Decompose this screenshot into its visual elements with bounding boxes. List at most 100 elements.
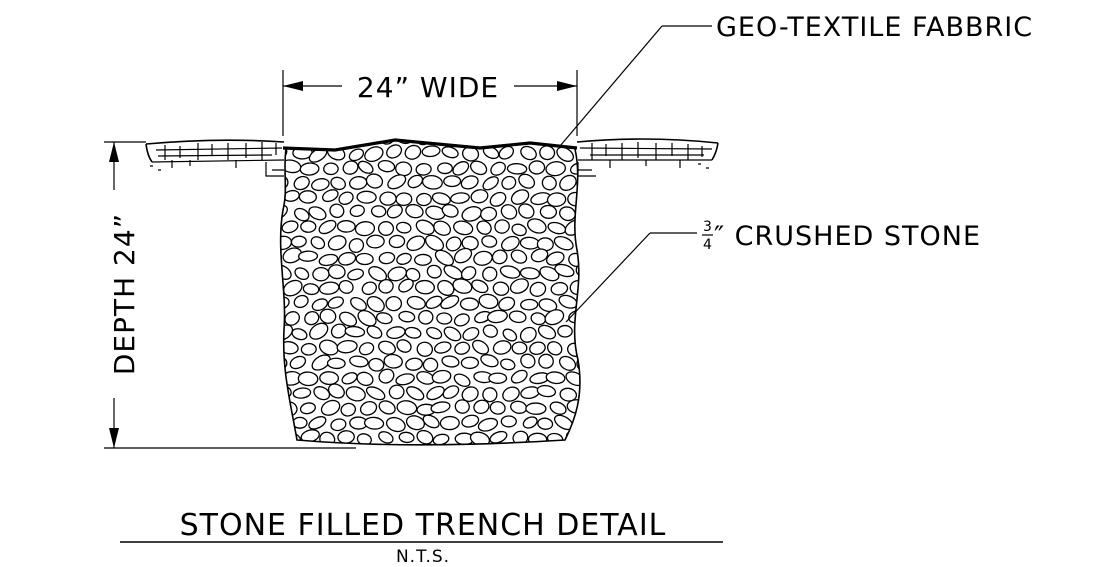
stone-piece — [378, 141, 395, 145]
stone-piece — [489, 401, 506, 415]
stone-piece — [520, 386, 540, 400]
stone-piece — [263, 429, 282, 447]
stone-piece — [327, 235, 347, 251]
stone-piece — [575, 324, 580, 340]
stone-piece — [586, 370, 604, 386]
stone-piece — [510, 189, 530, 205]
stone-piece — [304, 310, 320, 326]
stone-piece — [290, 235, 307, 248]
stone-piece — [556, 146, 574, 162]
stone-piece — [453, 220, 474, 236]
stone-piece — [479, 446, 497, 462]
stone-piece — [502, 328, 518, 342]
stone-piece — [338, 191, 354, 205]
stone-piece — [319, 431, 336, 445]
stone-piece — [511, 223, 527, 237]
stone-piece — [378, 279, 394, 294]
stone-piece — [415, 219, 435, 235]
stone-piece — [377, 159, 396, 173]
width-dimension: 24” WIDE — [282, 70, 578, 136]
stone-piece — [416, 341, 434, 357]
stone-piece — [537, 417, 554, 430]
stone-piece — [459, 297, 480, 311]
stone-piece — [405, 357, 423, 371]
stone-piece — [320, 399, 341, 416]
stone-piece — [330, 418, 347, 432]
stone-piece — [437, 279, 455, 296]
stone-piece — [280, 417, 290, 433]
stone-piece — [520, 145, 537, 161]
stone-piece — [492, 281, 510, 296]
stone-piece — [426, 326, 443, 340]
stone-piece — [470, 141, 489, 143]
stone-piece — [490, 161, 506, 176]
stone-piece — [433, 220, 452, 236]
stone-piece — [336, 339, 358, 354]
stone-piece — [387, 174, 407, 190]
stone-piece — [500, 358, 516, 371]
stone-piece — [395, 161, 413, 177]
stone-piece — [383, 353, 403, 369]
stone-piece — [398, 310, 416, 323]
stone-piece — [377, 340, 396, 355]
stone-piece — [318, 281, 340, 295]
stone-piece — [511, 341, 528, 355]
stone-piece — [436, 312, 453, 325]
stone-piece — [297, 371, 319, 387]
stone-piece — [318, 253, 339, 267]
stone-piece — [439, 415, 460, 431]
stone-piece — [491, 249, 508, 265]
stone-piece — [437, 162, 453, 175]
stone-piece — [545, 161, 566, 177]
stone-piece — [281, 220, 299, 234]
stone-piece — [454, 399, 470, 414]
stone-piece — [585, 248, 605, 263]
title-block: STONE FILLED TRENCH DETAIL N.T.S. — [120, 508, 723, 567]
stone-piece — [406, 235, 426, 252]
stone-piece — [575, 416, 580, 428]
stone-piece — [536, 384, 557, 398]
stone-piece — [337, 430, 355, 444]
stone-piece — [508, 310, 527, 324]
stone-piece — [344, 325, 366, 338]
stone-piece — [520, 353, 536, 369]
geotextile-fabric-line — [282, 138, 578, 152]
stone-piece — [366, 234, 385, 249]
stone-piece — [452, 161, 470, 176]
stone-piece — [310, 236, 326, 250]
stone-piece — [395, 141, 413, 145]
stone-piece — [366, 295, 385, 313]
stone-piece — [378, 431, 394, 444]
stone-piece — [529, 281, 547, 297]
stone-piece — [425, 295, 443, 310]
stone-piece — [355, 252, 374, 266]
stone-piece — [486, 309, 508, 324]
stone-piece — [404, 144, 422, 160]
stone-piece — [462, 327, 480, 341]
stone-piece — [396, 252, 412, 265]
stone-fraction-numerator: 3 — [703, 219, 712, 235]
stone-piece — [586, 429, 607, 445]
stone-piece — [469, 431, 491, 445]
stone-piece — [460, 175, 479, 190]
stone-piece — [460, 266, 477, 281]
stone-piece — [348, 148, 365, 162]
stone-piece — [443, 175, 462, 188]
stone-piece — [347, 268, 365, 281]
stone-piece — [284, 431, 302, 445]
stone-piece — [506, 163, 528, 175]
stone-piece — [519, 267, 541, 280]
stone-piece — [550, 281, 569, 296]
stone-piece — [498, 296, 516, 311]
stone-piece — [481, 235, 498, 248]
stone-piece — [327, 264, 346, 280]
stone-piece — [405, 203, 424, 219]
stone-piece — [418, 309, 434, 325]
stone-piece — [340, 402, 357, 417]
stone-piece — [460, 356, 480, 370]
stone-piece — [323, 162, 339, 176]
ground-surface-left — [145, 139, 285, 177]
stone-piece — [342, 160, 359, 175]
stone-piece — [520, 298, 539, 311]
